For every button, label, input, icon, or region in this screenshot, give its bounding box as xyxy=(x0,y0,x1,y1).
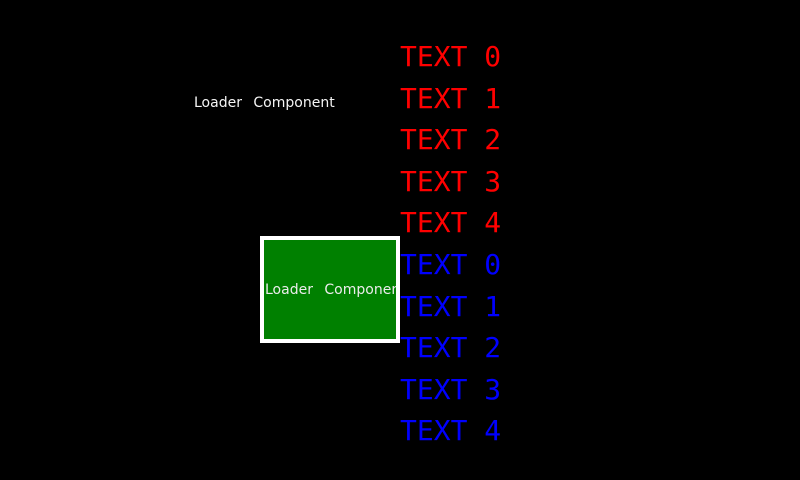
text-item-red-0: TEXT 0 xyxy=(400,40,502,74)
text-item-blue-1: TEXT 1 xyxy=(400,289,502,323)
text-item-red-2: TEXT 2 xyxy=(400,123,502,157)
text-item-blue-0: TEXT 0 xyxy=(400,248,502,281)
loader-component-label: Loader Component xyxy=(194,95,335,111)
loader-component-box: Loader Component xyxy=(260,236,400,343)
loader-component-box-label: Loader Component xyxy=(265,281,400,298)
text-list: TEXT 0 TEXT 1 TEXT 2 TEXT 3 TEXT 4 TEXT … xyxy=(400,36,501,451)
text-item-blue-4: TEXT 4 xyxy=(400,414,502,448)
text-item-red-4: TEXT 4 xyxy=(400,206,502,240)
text-item-blue-2: TEXT 2 xyxy=(400,331,502,365)
text-item-red-3: TEXT 3 xyxy=(400,164,502,198)
text-item-blue-3: TEXT 3 xyxy=(400,372,502,406)
text-item-red-1: TEXT 1 xyxy=(400,81,502,115)
